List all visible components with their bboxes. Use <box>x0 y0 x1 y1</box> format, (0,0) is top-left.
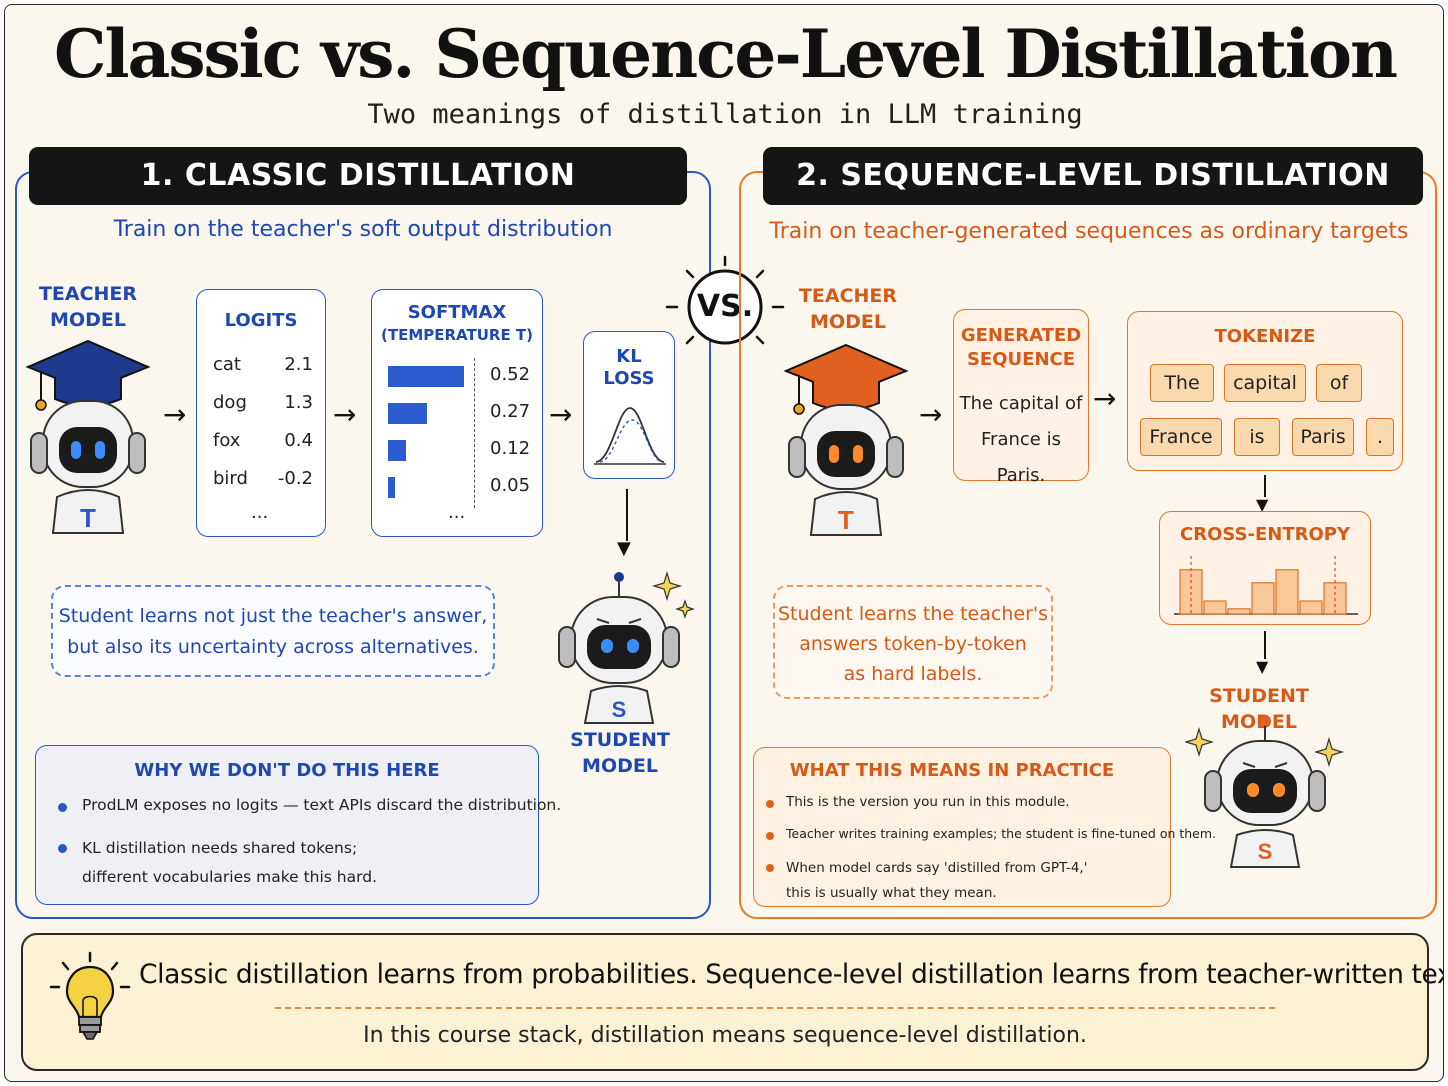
infographic-page: Classic vs. Sequence-Level Distillation … <box>4 4 1444 1082</box>
arrow-kl-to-student: ▼ <box>617 489 637 559</box>
classic-teacher-badge: T <box>80 503 96 533</box>
softmax-header: SOFTMAX (TEMPERATURE T) <box>380 302 533 344</box>
classic-student-label: STUDENT MODEL <box>570 729 670 777</box>
kl-loss-header: KL LOSS <box>603 346 655 389</box>
ce-bar <box>1251 582 1275 615</box>
token-chip: is <box>1234 418 1280 456</box>
sequence-student-badge: S <box>1258 839 1273 864</box>
sequence-banner: 2. SEQUENCE-LEVEL DISTILLATION <box>763 147 1423 205</box>
ce-bar <box>1203 600 1227 615</box>
page-title: Classic vs. Sequence-Level Distillation <box>54 15 1398 93</box>
classic-note: Student learns not just the teacher's an… <box>51 585 495 677</box>
classic-teacher-label: TEACHER MODEL <box>38 283 138 331</box>
arrow-softmax-to-kl: → <box>549 398 573 431</box>
token-chip: of <box>1316 364 1362 402</box>
classic-lead: Train on the teacher's soft output distr… <box>113 217 613 242</box>
sequence-student-robot-icon: S <box>1185 716 1345 868</box>
sequence-lead: Train on teacher-generated sequences as … <box>769 219 1409 244</box>
arrow-teacher-to-logits: → <box>163 398 187 431</box>
list-item: This is the version you run in this modu… <box>764 794 1070 810</box>
sequence-teacher-robot-icon: T <box>783 343 909 536</box>
vs-badge <box>665 255 785 345</box>
page-subtitle: Two meanings of distillation in LLM trai… <box>367 99 1083 130</box>
logits-header: LOGITS <box>224 310 298 331</box>
takeaway-box <box>21 933 1429 1071</box>
arrow-tokenize-to-ce: ▼ <box>1255 475 1275 514</box>
token-chip: Paris <box>1292 418 1354 456</box>
sequence-student-label: STUDENT MODEL <box>1209 685 1309 733</box>
kl-loss-box: KL LOSS <box>583 331 675 479</box>
softmax-prob-label: 0.52 <box>490 364 531 385</box>
ce-bar <box>1227 608 1251 615</box>
teacher-robot-icon: T <box>25 339 151 534</box>
generated-sequence-box: GENERATED SEQUENCE The capital of France… <box>953 309 1089 486</box>
sequence-teacher-label: TEACHER MODEL <box>798 285 898 333</box>
ce-bar <box>1275 569 1299 615</box>
why-box: WHY WE DON'T DO THIS HERE ProdLM exposes… <box>35 745 561 905</box>
classic-banner: 1. CLASSIC DISTILLATION <box>29 147 687 205</box>
takeaway-sub: In this course stack, distillation means… <box>363 1023 1087 1048</box>
cross-entropy-header: CROSS-ENTROPY <box>1180 524 1350 545</box>
generated-header: GENERATED SEQUENCE <box>960 325 1082 370</box>
tokenize-box: TOKENIZE The capital of France is Paris … <box>1127 311 1403 471</box>
why-header: WHY WE DON'T DO THIS HERE <box>134 760 440 781</box>
arrow-teacher-to-generated: → <box>919 398 943 431</box>
softmax-divider <box>474 358 475 508</box>
softmax-prob-label: 0.05 <box>490 475 531 496</box>
logits-ellipsis: ... <box>251 502 269 523</box>
softmax-bar <box>388 477 395 498</box>
practice-header: WHAT THIS MEANS IN PRACTICE <box>789 760 1115 781</box>
softmax-ellipsis: ... <box>448 502 466 523</box>
ce-bar <box>1299 600 1323 615</box>
softmax-prob-label: 0.27 <box>490 401 531 422</box>
tokenize-header: TOKENIZE <box>1214 326 1316 347</box>
vs-label: VS. <box>696 289 754 324</box>
softmax-bar <box>388 366 464 387</box>
practice-box: WHAT THIS MEANS IN PRACTICE This is the … <box>753 747 1216 907</box>
classic-student-robot-icon: S <box>558 570 695 724</box>
lightbulb-icon <box>49 951 131 1040</box>
takeaway-divider <box>275 1007 1275 1009</box>
arrow-logits-to-softmax: → <box>333 398 357 431</box>
cross-entropy-chart <box>1174 556 1358 615</box>
arrow-ce-to-student: ▼ <box>1255 631 1275 676</box>
list-item: KL distillation needs shared tokens; dif… <box>56 834 377 892</box>
softmax-prob-label: 0.12 <box>490 438 531 459</box>
kl-distribution-icon <box>594 407 666 465</box>
takeaway-main: Classic distillation learns from probabi… <box>139 959 1444 990</box>
token-chip: France <box>1140 418 1222 456</box>
generated-text: The capital of France is Paris. <box>959 393 1083 486</box>
list-item: When model cards say 'distilled from GPT… <box>764 856 1087 906</box>
classic-student-badge: S <box>612 697 627 722</box>
token-chip: . <box>1366 418 1394 456</box>
token-chip: capital <box>1224 364 1306 402</box>
sequence-teacher-badge: T <box>838 505 854 535</box>
softmax-bar <box>388 440 406 461</box>
token-chip: The <box>1150 364 1214 402</box>
list-item: ProdLM exposes no logits — text APIs dis… <box>56 796 561 814</box>
arrow-generated-to-tokenize: → <box>1093 382 1117 415</box>
sequence-note: Student learns the teacher's answers tok… <box>773 585 1053 699</box>
logit-row: bird-0.2 <box>213 468 313 489</box>
cross-entropy-box: CROSS-ENTROPY <box>1159 511 1371 625</box>
list-item: Teacher writes training examples; the st… <box>764 826 1216 841</box>
softmax-bar <box>388 403 427 424</box>
softmax-box: SOFTMAX (TEMPERATURE T) 0.52 0.27 0.12 0.05… <box>371 289 543 537</box>
